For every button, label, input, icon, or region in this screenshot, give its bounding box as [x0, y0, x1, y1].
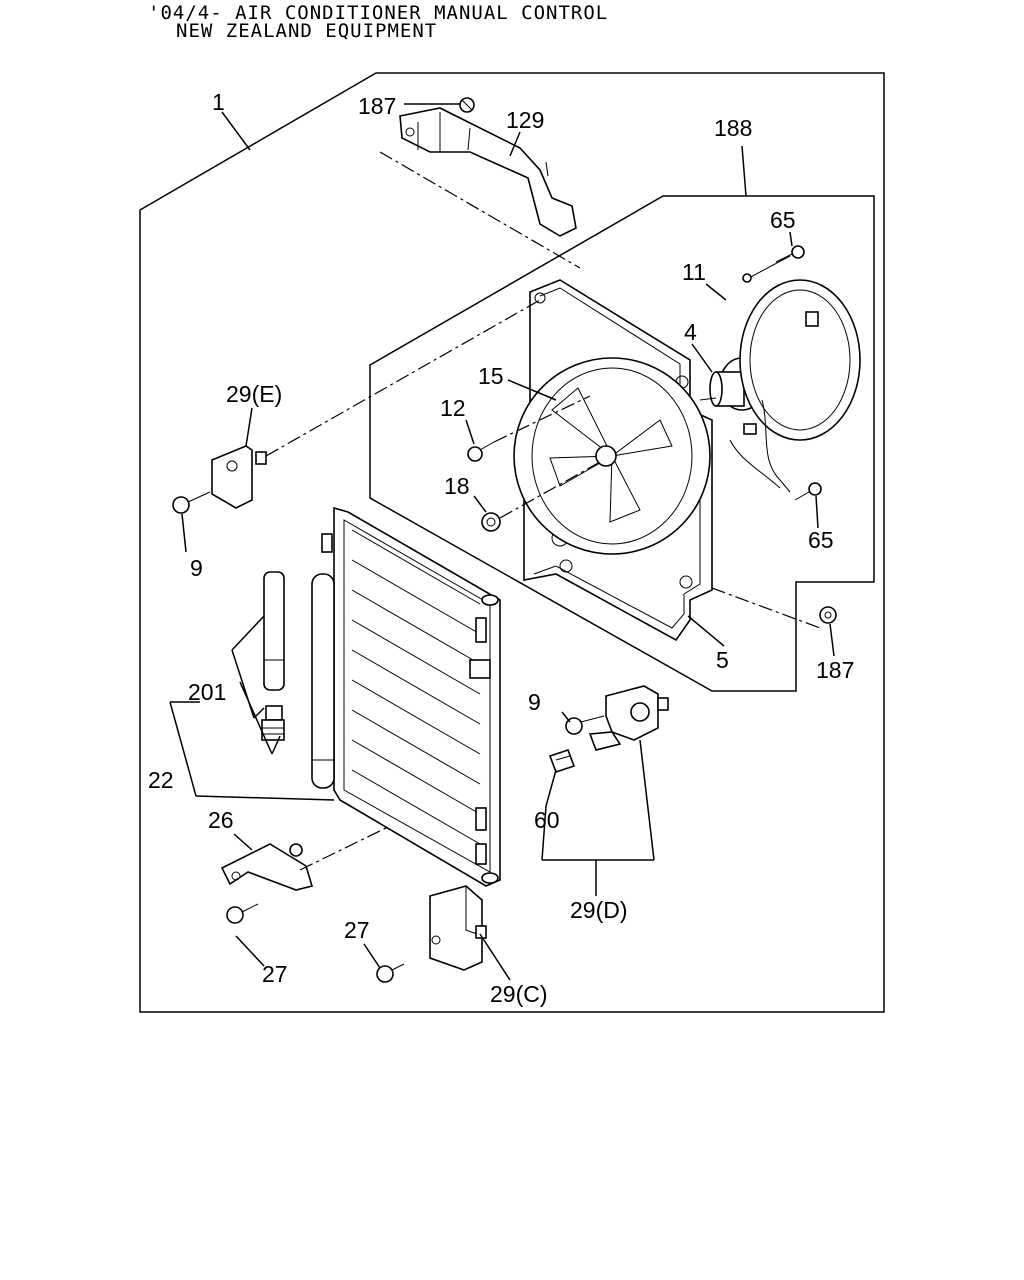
bolt-12 [467, 441, 495, 462]
callout-187-top: 187 [358, 93, 396, 119]
leader-dash-26 [299, 825, 391, 871]
title-line-2: NEW ZEALAND EQUIPMENT [176, 20, 438, 42]
callout-9-left: 9 [190, 555, 203, 581]
leader-dash-187 [711, 587, 821, 629]
callout-29d: 29(D) [570, 897, 628, 923]
callout-65-top: 65 [770, 207, 796, 233]
bolt-27-left [226, 903, 259, 924]
assembly-outline-188 [369, 195, 875, 692]
callout-5: 5 [716, 647, 729, 673]
desiccant-201 [263, 571, 285, 691]
callout-188: 188 [714, 115, 752, 141]
bolt-187-top [459, 97, 475, 113]
callout-129: 129 [506, 107, 544, 133]
leader-dash-129 [379, 151, 581, 269]
title-line-1: '04/4- AIR CONDITIONER MANUAL CONTROL [148, 2, 609, 24]
motor-wiring-harness [729, 399, 791, 493]
leader-dash-29e [265, 299, 541, 457]
nut-18 [481, 512, 501, 532]
callout-1: 1 [212, 89, 225, 115]
upper-bracket-129 [399, 107, 577, 237]
assembly-outline-1 [139, 72, 885, 1013]
bolt-9-left [172, 491, 211, 514]
callout-187-bottom: 187 [816, 657, 854, 683]
nut-187-bottom [819, 606, 837, 624]
callout-4: 4 [684, 319, 697, 345]
leader-dash-18 [499, 461, 601, 519]
callout-12: 12 [440, 395, 466, 421]
bolt-27-right [376, 963, 405, 983]
callout-9-right: 9 [528, 689, 541, 715]
bolt-65-top [775, 245, 805, 263]
callout-201: 201 [188, 679, 226, 705]
condenser-22 [333, 506, 501, 887]
condenser-fins [351, 529, 481, 845]
callout-60: 60 [534, 807, 560, 833]
callout-29c: 29(C) [490, 981, 548, 1007]
callout-22: 22 [148, 767, 174, 793]
callout-15: 15 [478, 363, 504, 389]
callout-27-bottom: 27 [262, 961, 288, 987]
harness-connector [743, 423, 757, 435]
fan-blade-15 [513, 357, 711, 555]
callout-29e: 29(E) [226, 381, 282, 407]
callout-18: 18 [444, 473, 470, 499]
callout-26: 26 [208, 807, 234, 833]
leader-lines [169, 103, 835, 981]
bracket-26 [220, 843, 314, 891]
motor-housing-11 [739, 255, 861, 441]
bracket-29d [588, 685, 669, 751]
callout-65-bottom: 65 [808, 527, 834, 553]
leader-dash-12 [493, 395, 591, 443]
bolt-9-right [565, 715, 605, 735]
bracket-29c [429, 885, 487, 971]
callout-11: 11 [682, 259, 706, 285]
callout-27-top: 27 [344, 917, 370, 943]
bolt-65-bottom [794, 482, 822, 501]
clip-60 [548, 748, 576, 774]
callout-labels: 1 187 129 188 65 11 4 15 12 29(E) 18 9 6… [148, 89, 854, 1007]
bracket-29e [211, 445, 267, 509]
receiver-drier [311, 533, 335, 789]
filter-plug [261, 705, 285, 741]
